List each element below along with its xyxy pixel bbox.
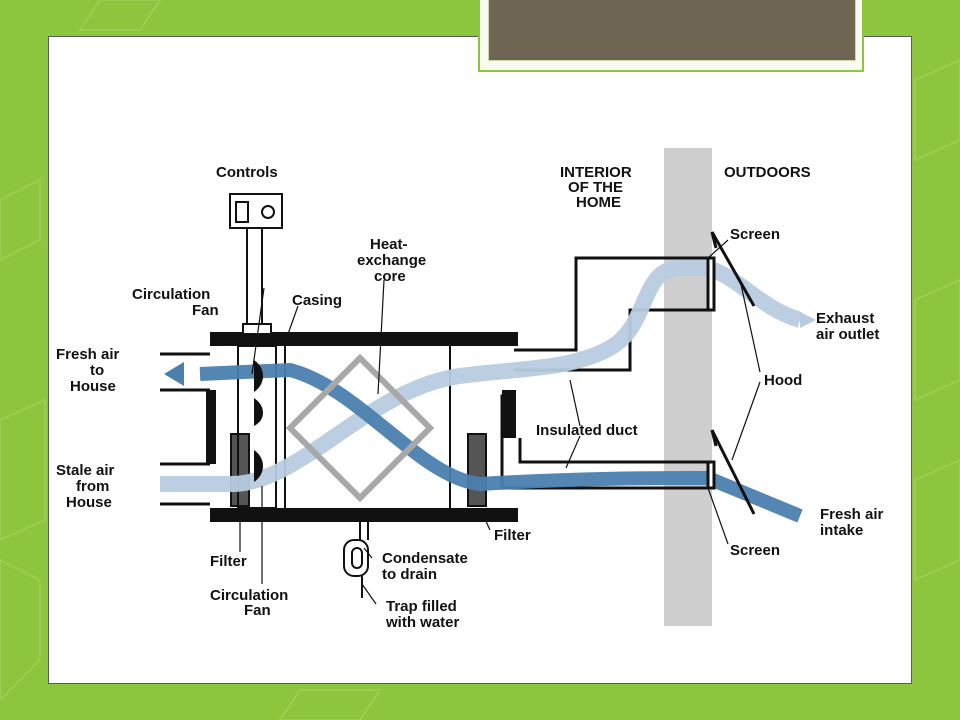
label-fresh-air-1: Fresh air <box>56 346 120 363</box>
label-interior-2: OF THE <box>568 179 623 196</box>
label-interior-3: HOME <box>576 194 621 211</box>
label-fresh-air-2: to <box>90 362 104 379</box>
label-stale-air-2: from <box>76 478 109 495</box>
exterior-wall <box>664 148 712 626</box>
stale-air-flow <box>160 260 803 492</box>
label-condensate-2: to drain <box>382 566 437 583</box>
label-heat-exchange-2: exchange <box>357 252 426 269</box>
label-circulation-fan-bottom-1: Circulation <box>210 587 288 604</box>
label-controls: Controls <box>216 164 278 181</box>
label-circulation-fan-top-2: Fan <box>192 302 219 319</box>
label-circulation-fan-bottom-2: Fan <box>244 602 271 619</box>
label-heat-exchange-3: core <box>374 268 406 285</box>
label-fresh-air-3: House <box>70 378 116 395</box>
label-stale-air-1: Stale air <box>56 462 115 479</box>
label-screen-bottom: Screen <box>730 542 780 559</box>
label-fresh-intake-1: Fresh air <box>820 506 884 523</box>
fresh-air-flow <box>199 362 803 523</box>
title-bar <box>488 0 856 61</box>
casing-bottom <box>210 508 518 522</box>
label-casing: Casing <box>292 292 342 309</box>
fan-icons <box>254 360 263 482</box>
filter-left <box>230 433 250 507</box>
hrv-diagram: Controls Circulation Fan Casing Heat- ex… <box>56 148 884 630</box>
casing-top <box>210 332 518 346</box>
heat-exchange-core <box>285 353 435 503</box>
fan-housing <box>237 345 277 509</box>
label-hood: Hood <box>764 372 802 389</box>
label-condensate-1: Condensate <box>382 550 468 567</box>
label-exhaust-2: air outlet <box>816 326 879 343</box>
slide-panel <box>48 36 912 684</box>
condensate-drain <box>343 522 369 598</box>
label-trap-2: with water <box>385 614 460 630</box>
label-interior-1: INTERIOR <box>560 164 632 181</box>
label-fresh-intake-2: intake <box>820 522 863 539</box>
label-filter-right: Filter <box>494 527 531 544</box>
label-circulation-fan-top: Circulation <box>132 286 210 303</box>
label-screen-top: Screen <box>730 226 780 243</box>
title-frame <box>478 0 864 72</box>
label-trap-1: Trap filled <box>386 598 457 615</box>
label-exhaust-1: Exhaust <box>816 310 874 327</box>
filter-right <box>467 433 487 507</box>
label-heat-exchange-1: Heat- <box>370 236 408 253</box>
switch-icon <box>235 201 249 223</box>
label-filter-left: Filter <box>210 553 247 570</box>
leader-lines <box>239 239 761 605</box>
dial-icon <box>261 205 275 219</box>
left-ducts <box>160 352 210 506</box>
label-stale-air-3: House <box>66 494 112 511</box>
hoods <box>706 231 756 515</box>
label-insulated-duct: Insulated duct <box>536 422 638 439</box>
label-outdoors: OUTDOORS <box>724 164 811 181</box>
